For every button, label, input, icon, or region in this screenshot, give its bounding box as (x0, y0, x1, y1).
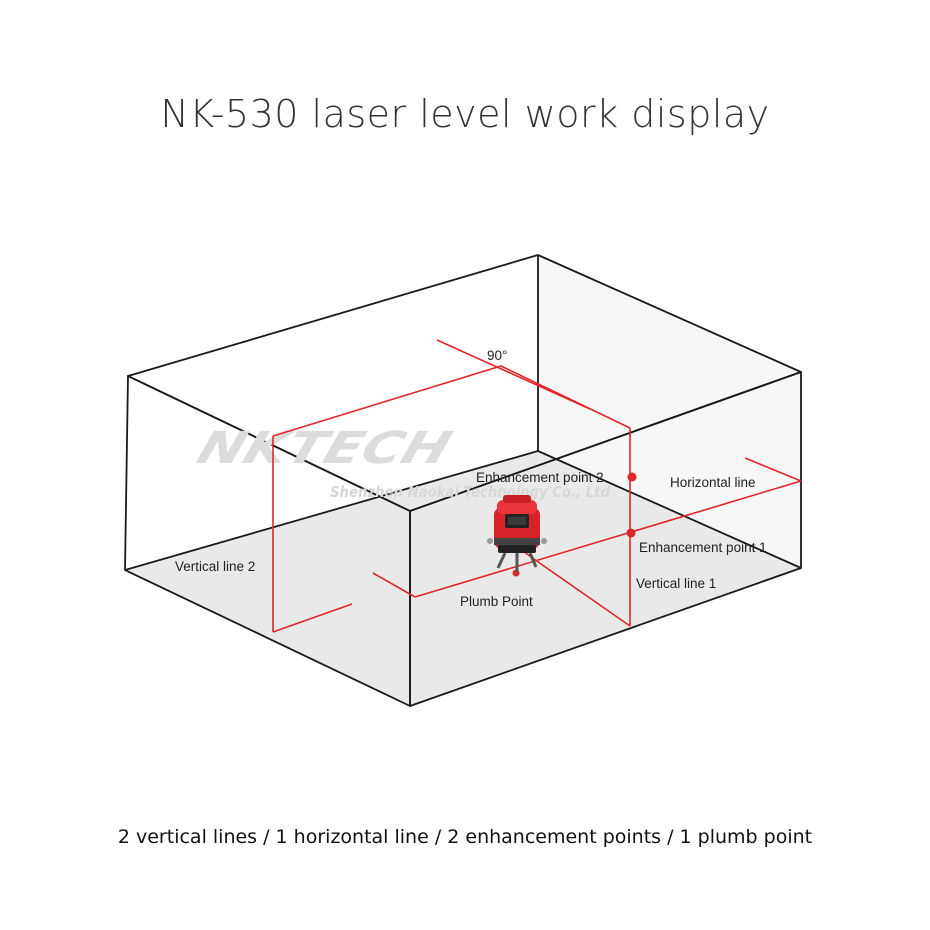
watermark-brand: NKTECH (191, 422, 458, 474)
caption: 2 vertical lines / 1 horizontal line / 2… (117, 826, 813, 848)
enhancement-point-2-label: Enhancement point 2 (476, 470, 604, 485)
vertical-line-2-label: Vertical line 2 (175, 559, 255, 574)
vertical-line-1-floor (540, 563, 631, 627)
laser-level-device-icon (487, 495, 547, 572)
ceiling-cross-line (436, 339, 591, 410)
horizontal-line (372, 572, 416, 598)
enhancement-point-2 (627, 472, 637, 482)
angle-label: 90° (487, 348, 507, 363)
horizontal-line-label: Horizontal line (670, 475, 756, 490)
floor (125, 451, 801, 706)
room-outline (124, 254, 802, 707)
enhancement-point-1 (626, 528, 636, 538)
back-wall (538, 255, 801, 568)
horizontal-line-front (414, 480, 802, 598)
vertical-line-1-label: Vertical line 1 (636, 576, 716, 591)
vertical-line-2-front (272, 603, 353, 633)
watermark-company: Shenzhen Naokai Technology Co., Ltd (330, 483, 610, 501)
plumb-point-label: Plumb Point (460, 594, 533, 609)
enhancement-point-1-label: Enhancement point 1 (639, 540, 767, 555)
laser-lines (272, 339, 802, 633)
horizontal-line-right (744, 457, 802, 482)
page-title: NK-530 laser level work display (160, 92, 770, 136)
watermark: NKTECH Shenzhen Naokai Technology Co., L… (191, 422, 610, 501)
